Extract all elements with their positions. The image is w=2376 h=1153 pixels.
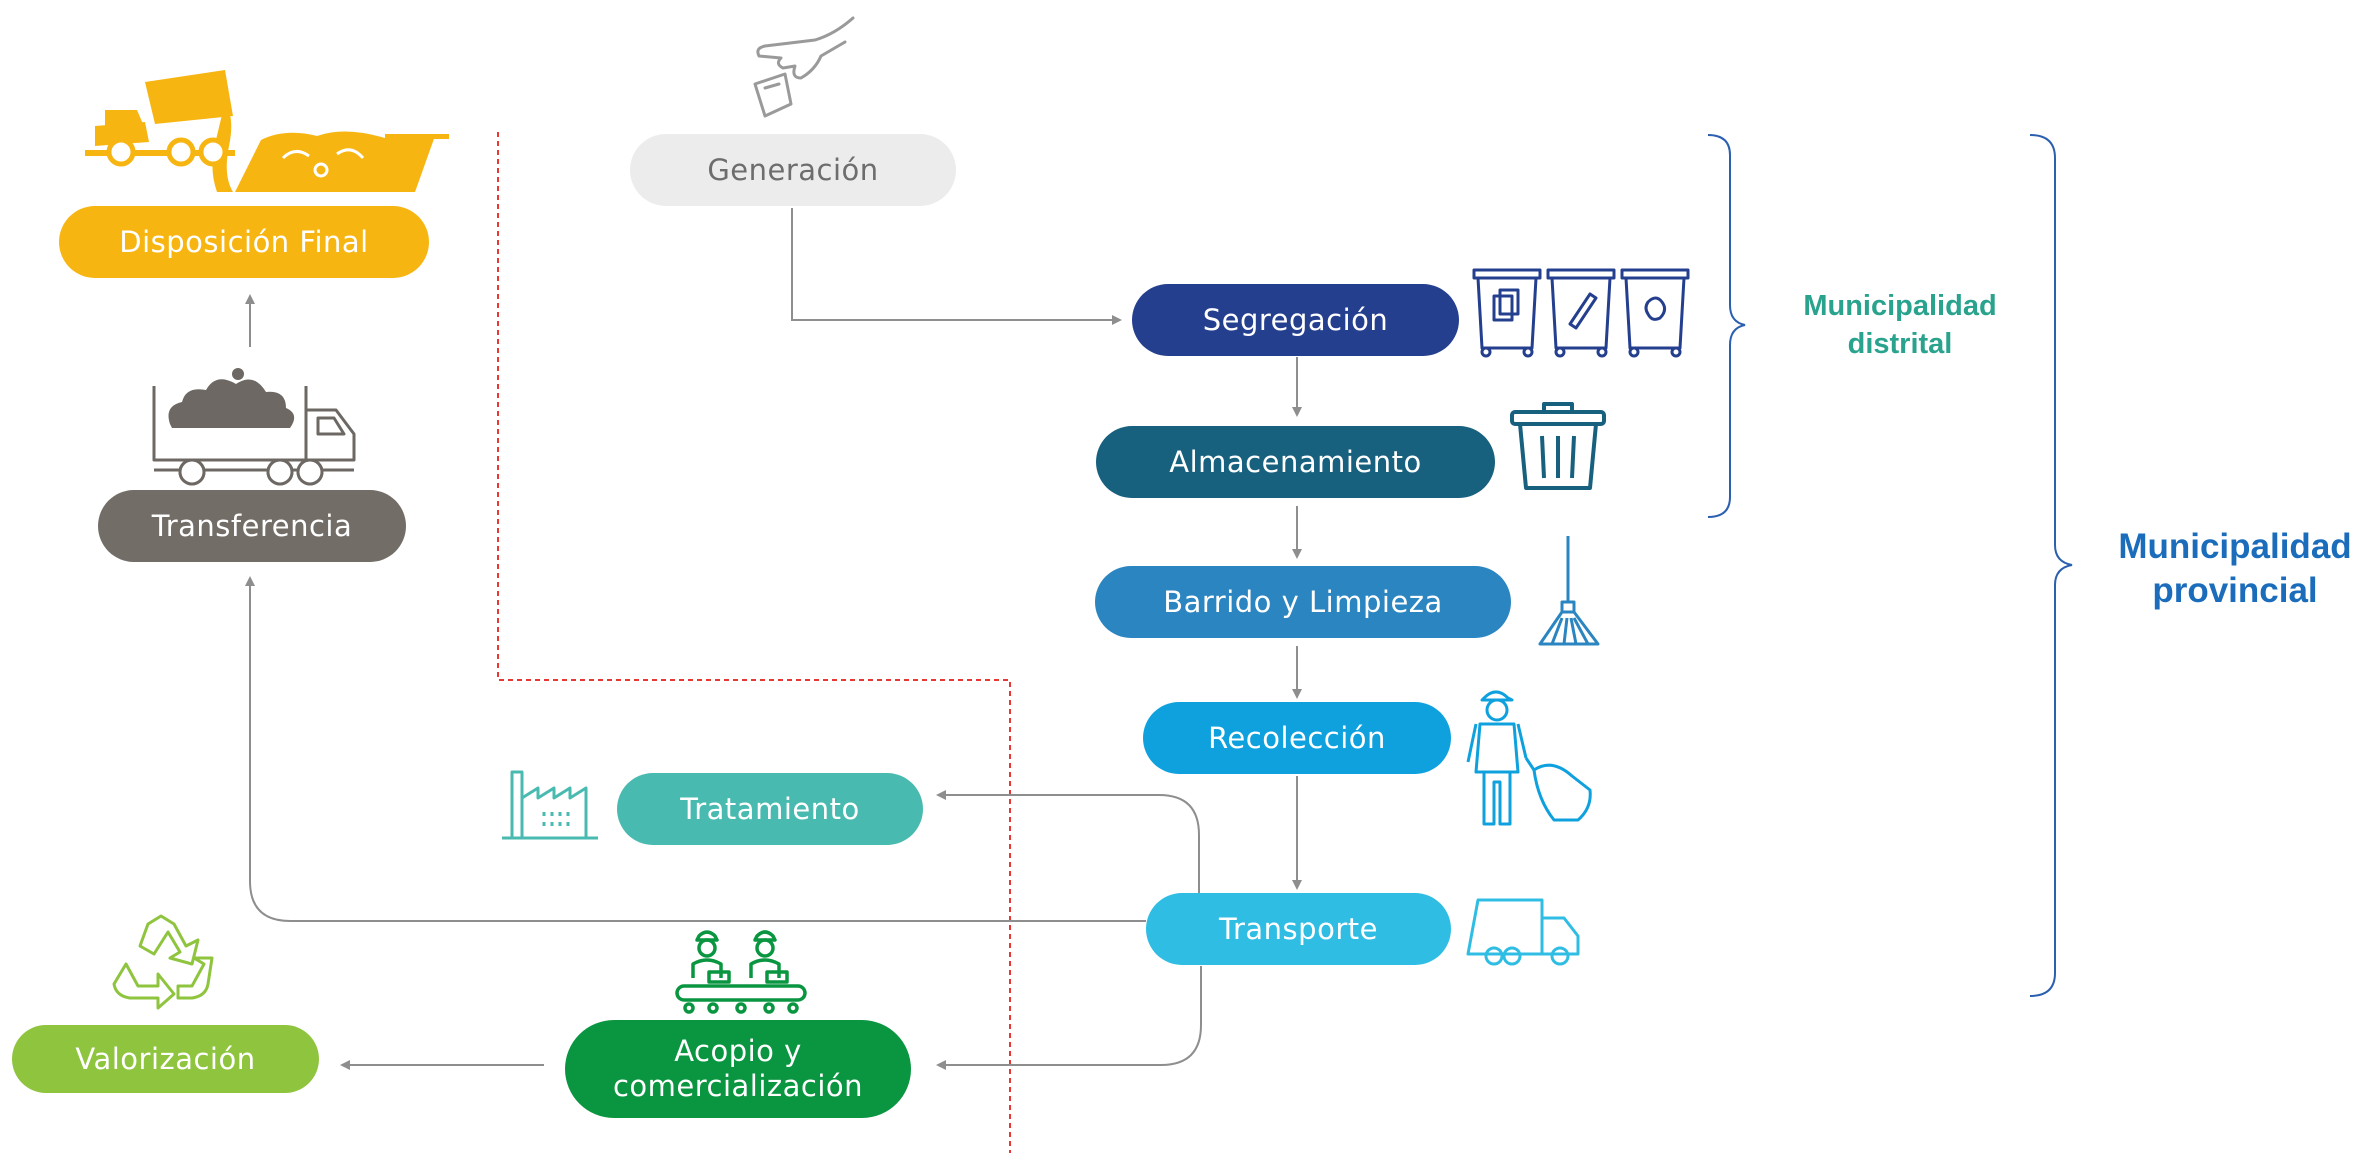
dump-truck-landfill-icon xyxy=(85,70,449,192)
bracket-provincial xyxy=(2029,134,2073,997)
stage-acopio: Acopio y comercialización xyxy=(565,1020,911,1118)
stage-tratamiento: Tratamiento xyxy=(617,773,923,845)
stage-barrido: Barrido y Limpieza xyxy=(1095,566,1511,638)
scope-distrital-label: Municipalidad distrital xyxy=(1760,288,2040,363)
waste-collector-icon xyxy=(1466,690,1592,826)
stage-valorizacion: Valorización xyxy=(12,1025,319,1093)
center-title-line3: sólidos xyxy=(703,533,843,574)
delivery-truck-icon xyxy=(1466,898,1580,966)
three-recycling-bins-icon xyxy=(1472,268,1690,358)
scope-distrital-line2: distrital xyxy=(1847,327,1953,360)
bracket-distrital xyxy=(1707,134,1746,518)
scope-provincial-line2: provincial xyxy=(2152,570,2318,610)
center-title-line1: Procesos xyxy=(684,456,862,497)
workers-conveyor-icon xyxy=(675,930,807,1014)
stage-segregacion: Segregación xyxy=(1132,284,1459,356)
hand-dropping-trash-icon xyxy=(753,16,855,118)
arrow-generacion-segregacion xyxy=(791,208,1122,325)
stage-transferencia: Transferencia xyxy=(98,490,406,562)
stage-acopio-line2: comercialización xyxy=(612,1069,864,1103)
stage-almacenamiento: Almacenamiento xyxy=(1096,426,1495,498)
arrow-transporte-tratamiento xyxy=(936,790,1200,900)
stage-generacion: Generación xyxy=(630,134,956,206)
arrow-transporte-acopio xyxy=(936,966,1202,1070)
center-title-circle: Procesos de residuos sólidos xyxy=(624,366,922,664)
scope-dashed-boundary xyxy=(497,132,1011,1153)
stage-transporte: Transporte xyxy=(1146,893,1451,965)
stage-acopio-line1: Acopio y xyxy=(674,1034,802,1069)
trash-can-icon xyxy=(1510,402,1606,490)
scope-provincial-line1: Municipalidad xyxy=(2118,527,2352,566)
broom-icon xyxy=(1538,536,1600,646)
stage-disposicion: Disposición Final xyxy=(59,206,429,278)
factory-icon xyxy=(502,770,598,840)
center-title-line2: de residuos xyxy=(658,494,888,535)
stage-recoleccion: Recolección xyxy=(1143,702,1451,774)
recycle-icon xyxy=(112,914,214,1010)
scope-provincial-label: Municipalidad provincial xyxy=(2085,525,2376,613)
arrow-transporte-transferencia xyxy=(245,576,1146,922)
transfer-truck-icon xyxy=(152,368,356,486)
scope-distrital-line1: Municipalidad xyxy=(1803,290,1997,322)
